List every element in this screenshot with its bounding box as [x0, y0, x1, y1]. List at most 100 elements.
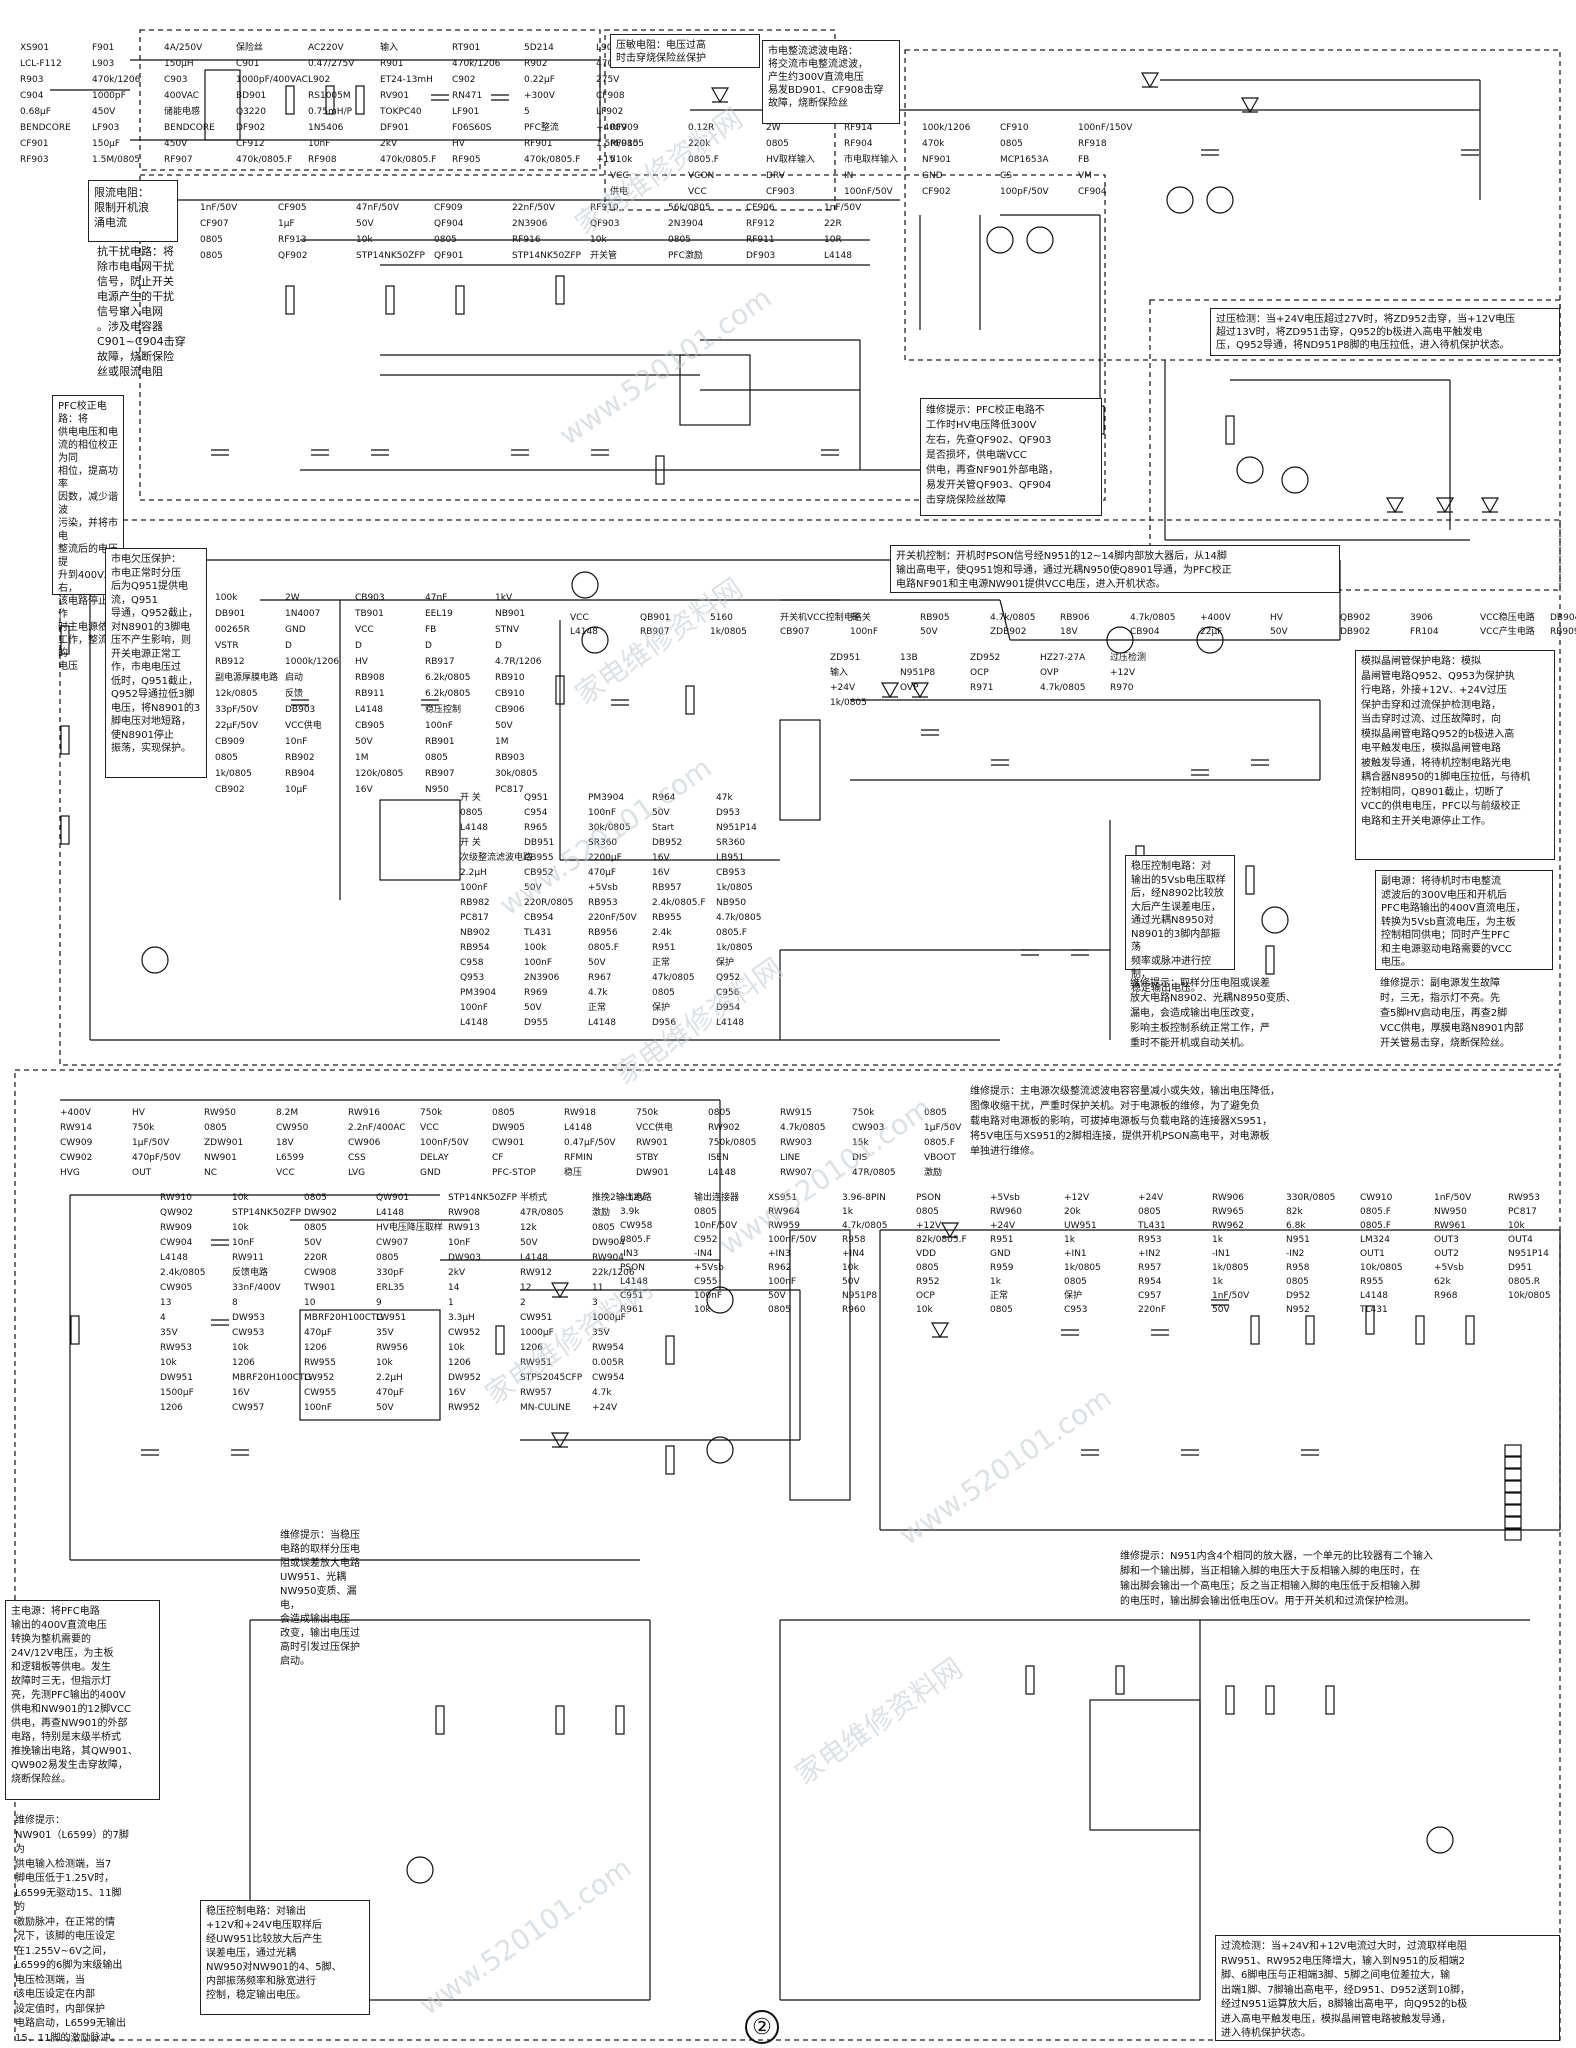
- component-label: Q952: [716, 973, 740, 983]
- component-label: 输出连接器: [694, 1191, 739, 1203]
- component-label: 输入: [380, 41, 398, 53]
- component-label: NB950: [716, 898, 746, 908]
- component-label: OCP: [970, 668, 989, 678]
- note-varistor: 压敏电阻：电压过高 时击穿烧保险丝保护: [610, 34, 760, 68]
- component-label: 50V: [920, 627, 938, 637]
- component-label: +24V: [1138, 1193, 1164, 1203]
- component-label: 10k: [448, 1343, 465, 1353]
- component-label: 100nF/50V: [844, 187, 894, 197]
- component-label: D953: [716, 808, 740, 818]
- component-label: 1μF: [278, 219, 295, 229]
- component-label: FR104: [1410, 627, 1439, 637]
- component-label: 1μF/50V: [924, 1123, 962, 1133]
- component-label: 0805: [668, 235, 691, 245]
- component-label: 11: [592, 1283, 603, 1293]
- component-label: RF905: [452, 155, 481, 165]
- component-label: 4.7k/0805: [842, 1221, 887, 1231]
- component-label: PFC激励: [668, 249, 703, 261]
- component-label: 4.7k/0805: [780, 1123, 825, 1133]
- component-label: CB907: [780, 627, 810, 637]
- component-label: +5Vsb: [694, 1263, 724, 1273]
- component-label: +12V: [1064, 1193, 1090, 1203]
- component-label: C953: [1064, 1305, 1087, 1315]
- component-label: 0.68μF: [20, 107, 51, 117]
- component-label: 1000μF: [592, 1313, 626, 1323]
- component-label: 1.5M/0805: [596, 139, 644, 149]
- component-label: N951P8: [842, 1291, 877, 1301]
- component-label: RW960: [990, 1207, 1022, 1217]
- component-label: RW951: [520, 1358, 552, 1368]
- component-label: 47k/0805: [652, 973, 695, 983]
- component-label: 470k/0805.F: [236, 155, 292, 165]
- component-label: 0805: [492, 1108, 515, 1118]
- component-label: TOKPC40: [379, 107, 422, 117]
- component-label: LF902: [596, 107, 623, 117]
- component-label: 激励: [592, 1206, 610, 1218]
- component-label: L4148: [520, 1253, 548, 1263]
- component-label: 2kV: [380, 139, 398, 149]
- frame-ovp: [1149, 299, 1561, 591]
- component-label: 10nF: [308, 139, 330, 149]
- component-label: CW908: [304, 1268, 337, 1278]
- component-label: 副电源厚膜电路: [215, 671, 278, 683]
- component-label: CS: [1000, 171, 1012, 181]
- component-label: L4148: [355, 705, 383, 715]
- component-label: 100nF: [694, 1291, 722, 1301]
- component-label: 50V: [652, 808, 670, 818]
- component-label: MBRF20H100CTG: [232, 1373, 312, 1383]
- component-label: 0805: [376, 1253, 399, 1263]
- component-label: RB912: [215, 657, 245, 667]
- component-label: 10k: [232, 1193, 249, 1203]
- note-sub-fault: 维修提示：副电源发生故障 时，三无，指示灯不亮。先 查5脚HV启动电压，再查2脚…: [1380, 978, 1524, 1049]
- component-label: STP14NK50ZFP: [232, 1208, 302, 1218]
- component-label: 次级整流滤波电路: [460, 851, 532, 863]
- component-label: 3.3μH: [448, 1313, 475, 1323]
- component-label: 0805: [924, 1108, 947, 1118]
- component-label: CW902: [60, 1153, 92, 1163]
- component-label: STP14NK50ZFP: [356, 251, 426, 261]
- component-label: 推挽2输出电路: [592, 1191, 652, 1203]
- component-label: ZDW901: [204, 1138, 243, 1148]
- component-label: ZDB902: [990, 627, 1026, 637]
- component-label: STP14NK50ZFP: [512, 251, 582, 261]
- component-label: OUT4: [1508, 1235, 1533, 1245]
- component-label: 4.7k/0805: [716, 913, 761, 923]
- component-label: OVP: [1040, 668, 1059, 678]
- component-label: DW952: [448, 1373, 481, 1383]
- component-label: RW953: [160, 1343, 192, 1353]
- component-label: L4148: [1360, 1291, 1388, 1301]
- component-label: +IN4: [842, 1249, 865, 1259]
- component-label: 启动: [285, 671, 303, 683]
- component-label: RB908: [355, 673, 385, 683]
- component-label: 120k/0805: [355, 769, 403, 779]
- component-label: L4148: [708, 1168, 736, 1178]
- component-label: CB953: [716, 868, 746, 878]
- component-label: CF908: [596, 91, 625, 101]
- component-label: R960: [842, 1305, 866, 1315]
- component-label: 470k/1206: [452, 59, 501, 69]
- component-label: 0805: [916, 1207, 939, 1217]
- component-label: PC817: [495, 785, 524, 795]
- component-label: ET24-13mH: [380, 75, 433, 85]
- component-label: RW950: [204, 1108, 236, 1118]
- component-label: 750k: [132, 1123, 155, 1133]
- component-label: CW957: [232, 1403, 264, 1413]
- component-label: 13: [160, 1298, 171, 1308]
- component-label: 半桥式: [520, 1191, 547, 1203]
- component-label: 10k: [160, 1358, 177, 1368]
- component-label: HV电压降压取样: [376, 1221, 443, 1233]
- component-label: 0805: [215, 753, 238, 763]
- component-label: N951P8: [900, 668, 935, 678]
- component-label: 1M: [495, 737, 509, 747]
- component-label: RW907: [780, 1168, 812, 1178]
- component-label: 0805: [916, 1263, 939, 1273]
- component-label: RB917: [425, 657, 455, 667]
- component-label: RW953: [1508, 1193, 1540, 1203]
- component-label: R962: [768, 1263, 791, 1273]
- component-label: +12V: [916, 1221, 942, 1231]
- component-label: L4148: [588, 1018, 616, 1028]
- component-label: +5Vsb: [1434, 1263, 1464, 1273]
- component-label: RT901: [452, 43, 480, 53]
- component-label: 47R/0805: [852, 1168, 896, 1178]
- component-label: CF906: [746, 203, 775, 213]
